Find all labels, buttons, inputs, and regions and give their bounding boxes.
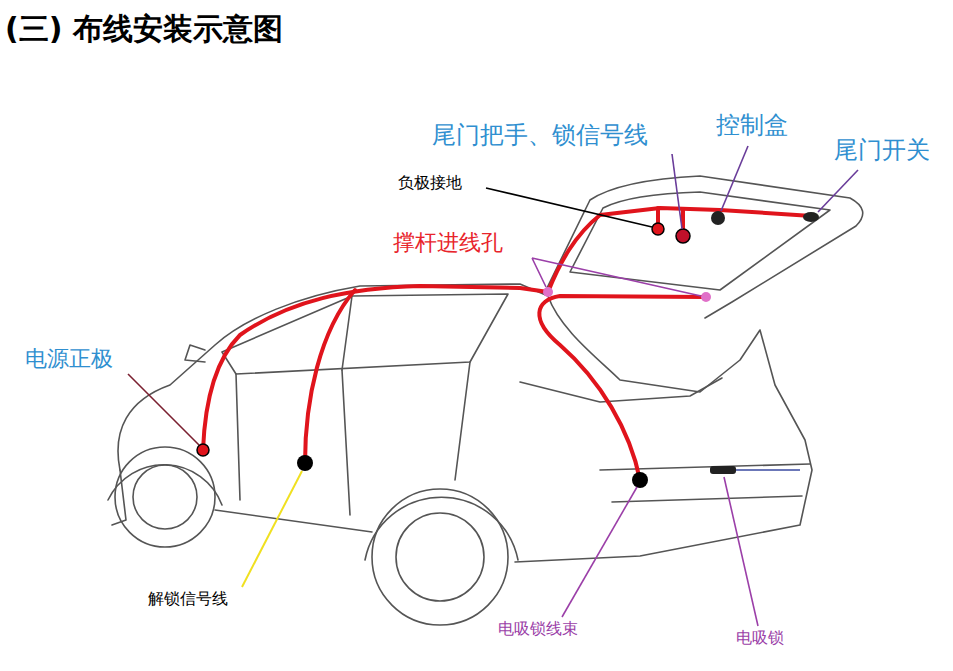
lock-cable	[736, 469, 800, 471]
rear-wheel	[372, 489, 508, 625]
leader-line	[818, 170, 858, 212]
leader-line	[562, 487, 637, 617]
leader-line	[672, 154, 682, 229]
diagram-title: (三) 布线安装示意图	[5, 12, 283, 47]
front-rim	[133, 465, 197, 529]
mirror	[185, 345, 205, 362]
electric-lock	[710, 466, 736, 474]
part-label: 电吸锁	[736, 629, 784, 647]
car-outline	[108, 176, 863, 625]
front-wheel	[115, 447, 215, 547]
unlock-wire	[305, 290, 355, 463]
power-point	[197, 444, 209, 456]
car-rear	[515, 296, 812, 562]
leader-line	[486, 188, 652, 227]
part-label: 解锁信号线	[148, 590, 228, 608]
switch-point	[803, 212, 819, 222]
car-door	[236, 362, 470, 515]
leader-line	[128, 374, 199, 445]
leader-line	[724, 477, 758, 626]
front-arch	[108, 465, 222, 505]
power-wire	[203, 208, 812, 450]
harness-point	[632, 472, 648, 488]
leader-line	[242, 471, 302, 587]
ground-point	[652, 223, 664, 235]
part-label: 尾门把手、锁信号线	[432, 122, 648, 150]
car-window	[222, 294, 508, 374]
wire-points	[197, 211, 819, 488]
tail-light	[520, 378, 722, 402]
part-label: 尾门开关	[834, 137, 930, 165]
strut-hole	[543, 287, 553, 297]
car-body	[118, 284, 548, 470]
leader-line	[721, 146, 748, 211]
control-box	[711, 211, 725, 225]
strut-hole	[701, 292, 711, 302]
leader-lines	[128, 146, 858, 626]
lock-wire	[539, 296, 706, 480]
part-label: 负极接地	[398, 174, 462, 192]
handle-point	[676, 229, 690, 243]
unlock-point	[297, 455, 313, 471]
rear-arch	[365, 497, 518, 560]
car-lower	[215, 510, 372, 532]
leader-line	[532, 258, 701, 296]
part-label: 控制盒	[716, 112, 788, 140]
part-label: 电吸锁线束	[498, 620, 578, 638]
wire-harness	[203, 208, 812, 480]
rear-rim	[396, 513, 484, 601]
part-label: 撑杆进线孔	[393, 230, 503, 255]
part-label: 电源正极	[25, 346, 113, 371]
